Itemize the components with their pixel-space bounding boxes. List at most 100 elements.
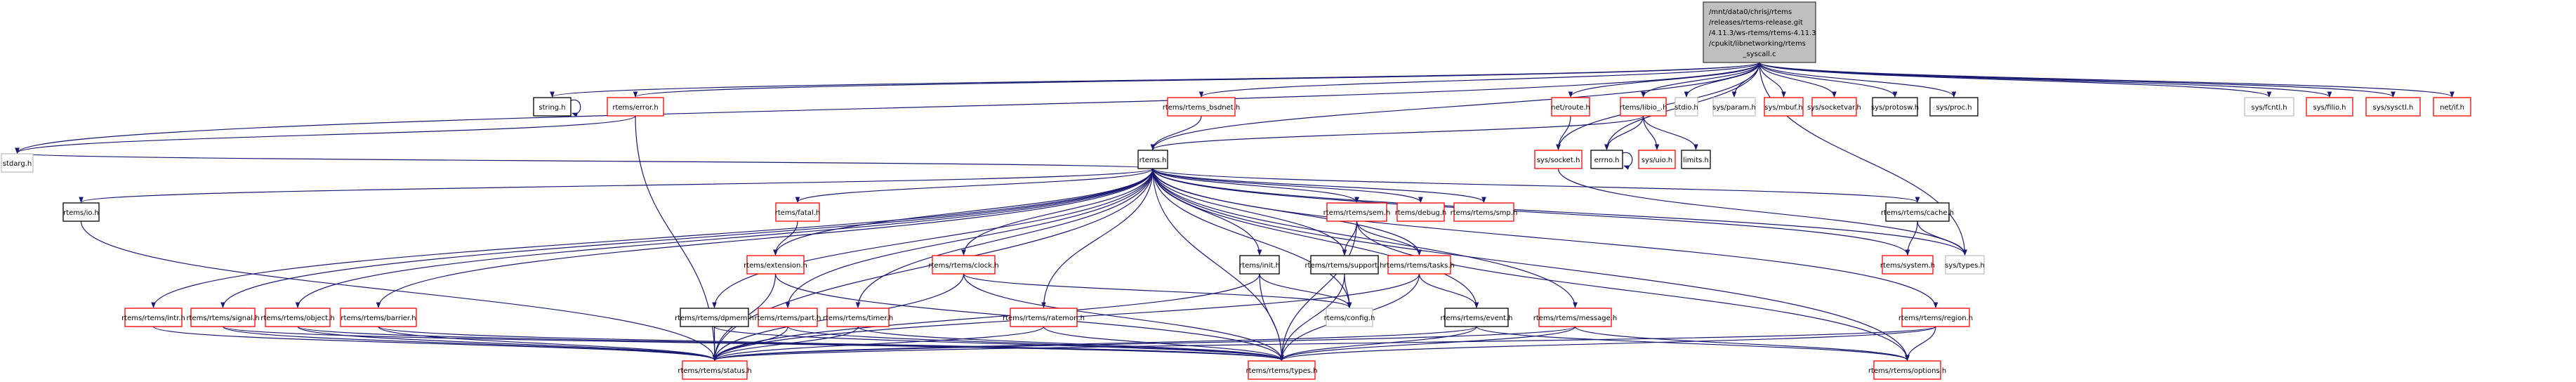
node-clock-h[interactable]: rtems/rtems/clock.h: [928, 255, 999, 275]
node-fatal-h[interactable]: rtems/fatal.h: [775, 202, 821, 222]
edge-root-to-rtems_error_h: [633, 62, 1760, 98]
node-rtems-h[interactable]: rtems.h: [1137, 150, 1168, 169]
node-cache-h[interactable]: rtems/rtems/cache.h: [1881, 202, 1954, 222]
node-net-if-h[interactable]: net/if.h: [2433, 97, 2471, 117]
root-node-label-line: /mnt/data0/chrisj/rtems: [1709, 8, 1792, 16]
edge-rtems_h-to-rtems_io_h: [79, 168, 1154, 203]
node-box: [533, 97, 572, 117]
edge-rtems_h-to-timer_h: [855, 168, 1154, 308]
node-box: [775, 202, 820, 222]
node-box: [1010, 308, 1078, 327]
node-label: rtems/rtems/intr.h: [121, 315, 185, 322]
edge-fatal_h-to-extension_h: [773, 220, 798, 256]
root-node-box: [1703, 1, 1816, 63]
node-types-h[interactable]: rtems/rtems/types.h: [1246, 360, 1318, 380]
node-box: [1929, 97, 1979, 117]
node-label: rtems/rtems/support.h: [1305, 262, 1385, 270]
nodes-layer: /mnt/data0/chrisj/rtems/releases/rtems-r…: [1, 1, 2471, 380]
node-sys-uio-h[interactable]: sys/uio.h: [1638, 150, 1676, 169]
node-sys-sysctl-h[interactable]: sys/sysctl.h: [2365, 97, 2421, 117]
node-label: rtems/rtems/ratemon.h: [1003, 315, 1085, 322]
node-box: [1590, 150, 1623, 169]
node-sem-h[interactable]: rtems/rtems/sem.h: [1323, 202, 1391, 222]
node-box: [1620, 97, 1667, 117]
edge-rtems_h-to-debug_h: [1152, 168, 1423, 203]
node-box: [2433, 97, 2471, 117]
root-node-label-line: /cpukit/libnetworking/rtems: [1709, 40, 1806, 48]
node-libio-h[interactable]: rtems/libio_.h: [1620, 97, 1667, 117]
root-node-label-line: /releases/rtems-release.git: [1709, 19, 1803, 27]
node-errno-h[interactable]: errno.h: [1590, 150, 1623, 169]
node-label: stdarg.h: [3, 160, 32, 168]
node-intr-h[interactable]: rtems/rtems/intr.h: [121, 308, 185, 327]
edge-timer_h-to-status_h: [712, 326, 859, 361]
node-options-h[interactable]: rtems/rtems/options.h: [1868, 360, 1946, 380]
edge-message_h-to-options_h: [1574, 326, 1910, 361]
edge-rtems_bsdnet_h-to-rtems_h: [1150, 115, 1202, 150]
edge-event_h-to-types_h: [1279, 326, 1477, 361]
node-net-route-h[interactable]: net/route.h: [1551, 97, 1590, 117]
node-limits-h[interactable]: limits.h: [1681, 150, 1711, 169]
node-box: [1444, 308, 1509, 327]
edge-rtems_h-to-intr_h: [151, 168, 1154, 308]
node-object-h[interactable]: rtems/rtems/object.h: [260, 308, 335, 327]
edge-rtems_h-to-clock_h: [961, 168, 1154, 256]
edge-rtems_h-to-sys_types_h: [1152, 168, 1967, 256]
node-label: stdio.h: [1675, 104, 1698, 112]
node-box: [682, 360, 748, 380]
node-debug-h[interactable]: rtems/debug.h: [1395, 202, 1447, 222]
edge-dpmem_h-to-types_h: [713, 326, 1284, 361]
node-sys-filio-h[interactable]: sys/filio.h: [2306, 97, 2353, 117]
node-box: [1882, 255, 1934, 275]
node-label: rtems/rtems/clock.h: [928, 262, 998, 270]
node-signal-h[interactable]: rtems/rtems/signal.h: [186, 308, 260, 327]
node-box: [1, 153, 34, 173]
edge-rtems_h-to-extension_h: [773, 168, 1154, 256]
edge-signal_h-to-status_h: [222, 326, 718, 361]
node-system-h[interactable]: rtems/system.h: [1880, 255, 1935, 275]
node-barrier-h[interactable]: rtems/rtems/barrier.h: [340, 308, 417, 327]
node-init-h[interactable]: rtems/init.h: [1239, 255, 1280, 275]
node-dpmem-h[interactable]: rtems/rtems/dpmem.h: [675, 308, 754, 327]
node-rtems-error-h[interactable]: rtems/error.h: [607, 97, 664, 117]
node-sys-socketvar-h[interactable]: sys/socketvar.h: [1807, 97, 1861, 117]
node-label: rtems/rtems/part.h: [754, 315, 821, 322]
node-tasks-h[interactable]: rtems/rtems/tasks.h: [1384, 255, 1455, 275]
edge-libio_h-to-rtems_h: [1150, 115, 1644, 150]
node-smp-h[interactable]: rtems/rtems/smp.h: [1451, 202, 1518, 222]
node-box: [1396, 202, 1445, 222]
node-status-h[interactable]: rtems/rtems/status.h: [678, 360, 752, 380]
node-sys-protosw-h[interactable]: sys/protosw.h: [1871, 97, 1919, 117]
node-string-h[interactable]: string.h: [533, 97, 572, 117]
node-label: rtems/rtems/message.h: [1533, 315, 1617, 322]
node-rtems-bsdnet-h[interactable]: rtems/rtems_bsdnet.h: [1163, 97, 1240, 117]
node-label: string.h: [539, 104, 565, 112]
node-box: [1310, 255, 1379, 275]
node-sys-socket-h[interactable]: sys/socket.h: [1534, 150, 1583, 169]
edge-message_h-to-types_h: [1279, 326, 1576, 361]
node-extension-h[interactable]: rtems/extension.h: [744, 255, 807, 275]
node-label: rtems/rtems/object.h: [260, 315, 334, 322]
node-rtems-io-h[interactable]: rtems/io.h: [62, 202, 100, 222]
node-support-h[interactable]: rtems/rtems/support.h: [1305, 255, 1385, 275]
edge-rtems_h-to-ratemon_h: [1041, 168, 1154, 308]
node-ratemon-h[interactable]: rtems/rtems/ratemon.h: [1003, 308, 1085, 327]
edge-root-to-sys_protosw_h: [1759, 62, 1898, 98]
node-message-h[interactable]: rtems/rtems/message.h: [1533, 308, 1617, 327]
edge-ratemon_h-to-status_h: [712, 326, 1045, 361]
node-sys-proc-h[interactable]: sys/proc.h: [1929, 97, 1979, 117]
node-label: rtems/rtems/dpmem.h: [675, 315, 754, 322]
edge-rtems_h-to-object_h: [295, 168, 1154, 308]
node-sys-mbuf-h[interactable]: sys/mbuf.h: [1764, 97, 1804, 117]
node-box: [1453, 202, 1514, 222]
node-label: limits.h: [1683, 157, 1709, 164]
node-part-h[interactable]: rtems/rtems/part.h: [754, 308, 821, 327]
node-label: sys/socket.h: [1537, 157, 1580, 164]
node-region-h[interactable]: rtems/rtems/region.h: [1898, 308, 1973, 327]
node-box: [826, 308, 890, 327]
node-box: [1551, 97, 1590, 117]
edge-rtems_h-to-options_h: [1152, 168, 1910, 361]
node-timer-h[interactable]: rtems/rtems/timer.h: [823, 308, 893, 327]
node-event-h[interactable]: rtems/rtems/event.h: [1440, 308, 1513, 327]
